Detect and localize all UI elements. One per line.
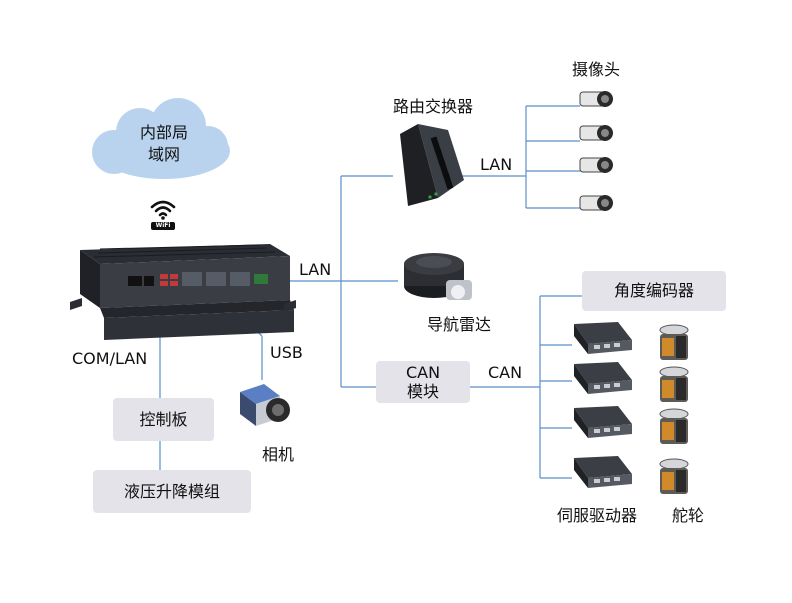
steering-wheel-icon	[659, 366, 689, 402]
encoder-box: 角度编码器	[582, 271, 726, 311]
computer-image	[70, 244, 296, 340]
servo-drivers-label: 伺服驱动器	[557, 506, 638, 525]
lan-main-label: LAN	[299, 260, 332, 279]
encoder-label: 角度编码器	[613, 281, 694, 301]
servo-driver-3	[570, 404, 634, 446]
wifi-icon: WiFi	[148, 197, 178, 231]
switch-label: 路由交换器	[393, 97, 474, 116]
cctv-camera-icon	[579, 125, 613, 141]
cctv-camera-icon	[579, 157, 613, 173]
servo-driver-icon	[574, 456, 632, 488]
steering-wheel-2	[652, 366, 698, 408]
camera-group-label: 摄像头	[572, 60, 621, 79]
hydraulic-module-label: 液压升降模组	[123, 481, 220, 501]
control-board-box: 控制板	[113, 398, 214, 441]
steering-wheel-1	[652, 324, 698, 366]
wifi-glyph-icon	[150, 200, 176, 230]
steering-wheel-icon	[659, 458, 689, 494]
hydraulic-module-box: 液压升降模组	[93, 470, 251, 513]
servo-driver-4	[570, 454, 634, 496]
servo-driver-icon	[574, 322, 632, 354]
lidar-icon	[404, 253, 472, 300]
camera-icon-4	[578, 192, 618, 218]
cloud-label: 内部局 域网	[139, 123, 188, 164]
cloud-network: 内部局 域网	[84, 96, 244, 188]
lan-switch-label: LAN	[480, 155, 513, 174]
lidar-label: 导航雷达	[427, 315, 492, 334]
switch-image	[400, 124, 464, 206]
usb-label: USB	[270, 343, 303, 362]
servo-driver-icon	[574, 406, 632, 438]
steering-wheel-icon	[659, 408, 689, 444]
can-link-label: CAN	[488, 363, 523, 382]
steering-wheel-icon	[659, 324, 689, 360]
wifi-badge: WiFi	[155, 222, 171, 229]
can-module-box: CAN 模块	[376, 361, 470, 403]
camera-icon-1	[578, 88, 618, 114]
camera-icon-2	[578, 122, 618, 148]
servo-driver-icon	[574, 362, 632, 394]
cctv-camera-icon	[579, 91, 613, 107]
servo-driver-1	[570, 320, 634, 362]
camera-icon	[240, 384, 290, 426]
industrial-camera	[234, 382, 298, 436]
camera-icon-3	[578, 154, 618, 180]
steering-wheel-3	[652, 408, 698, 450]
can-module-label: CAN 模块	[405, 362, 441, 401]
industrial-computer	[70, 236, 296, 344]
steering-wheel-4	[652, 458, 698, 500]
com-lan-label: COM/LAN	[72, 349, 148, 368]
camera-label: 相机	[262, 445, 295, 464]
servo-driver-2	[570, 360, 634, 402]
cctv-camera-icon	[579, 195, 613, 211]
steering-wheels-label: 舵轮	[672, 506, 705, 525]
lidar-sensor	[398, 246, 478, 308]
network-switch	[398, 120, 466, 210]
cloud-icon	[92, 98, 230, 179]
control-board-label: 控制板	[139, 409, 188, 429]
